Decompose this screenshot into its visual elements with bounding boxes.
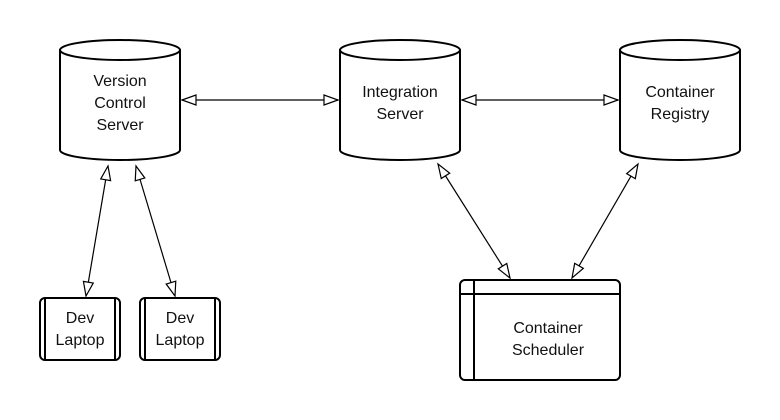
node-laptop2-frame	[139, 297, 221, 361]
edge-ci-registry-arrowhead-end	[603, 94, 620, 106]
edge-vcs-laptop2-line	[135, 165, 176, 297]
edge-vcs-laptop1	[82, 164, 112, 298]
edge-vcs-ci-arrowhead-end	[323, 94, 340, 106]
edge-vcs-laptop2-arrowhead-end	[165, 280, 177, 298]
edge-vcs-laptop1-arrowhead-start	[99, 164, 112, 182]
edge-registry-scheduler-line	[571, 163, 639, 279]
edges-layer	[82, 94, 639, 298]
edge-vcs-laptop1-arrowhead-end	[82, 280, 95, 298]
node-laptop1-shape	[39, 297, 121, 361]
edge-registry-scheduler-arrowhead-start	[625, 162, 639, 180]
edge-ci-registry-arrowhead-start	[460, 94, 477, 106]
edge-ci-scheduler	[437, 162, 511, 280]
node-ci-shape	[339, 39, 461, 161]
edge-vcs-laptop2	[134, 164, 177, 298]
node-scheduler-frame	[459, 279, 621, 381]
node-scheduler-shape	[459, 279, 621, 381]
edge-registry-scheduler-arrowhead-end	[571, 262, 585, 280]
node-registry-shape	[619, 39, 741, 161]
edge-ci-scheduler-arrowhead-end	[497, 262, 511, 280]
node-registry-top	[619, 39, 741, 61]
edge-ci-scheduler-arrowhead-start	[437, 162, 451, 180]
node-ci-body	[339, 50, 461, 161]
node-registry-body	[619, 50, 741, 161]
node-ci-top	[339, 39, 461, 61]
edge-ci-scheduler-line	[437, 163, 511, 279]
edge-ci-registry	[460, 94, 620, 106]
edge-registry-scheduler	[571, 162, 639, 280]
node-vcs-top	[59, 39, 181, 61]
node-vcs-body	[59, 50, 181, 161]
node-laptop1-frame	[39, 297, 121, 361]
edge-vcs-laptop2-arrowhead-start	[134, 164, 146, 182]
edge-vcs-ci	[180, 94, 340, 106]
node-laptop2-shape	[139, 297, 221, 361]
node-vcs-shape	[59, 39, 181, 161]
edge-vcs-ci-arrowhead-start	[180, 94, 197, 106]
nodes-layer	[39, 39, 741, 381]
edge-vcs-laptop1-line	[85, 165, 109, 297]
